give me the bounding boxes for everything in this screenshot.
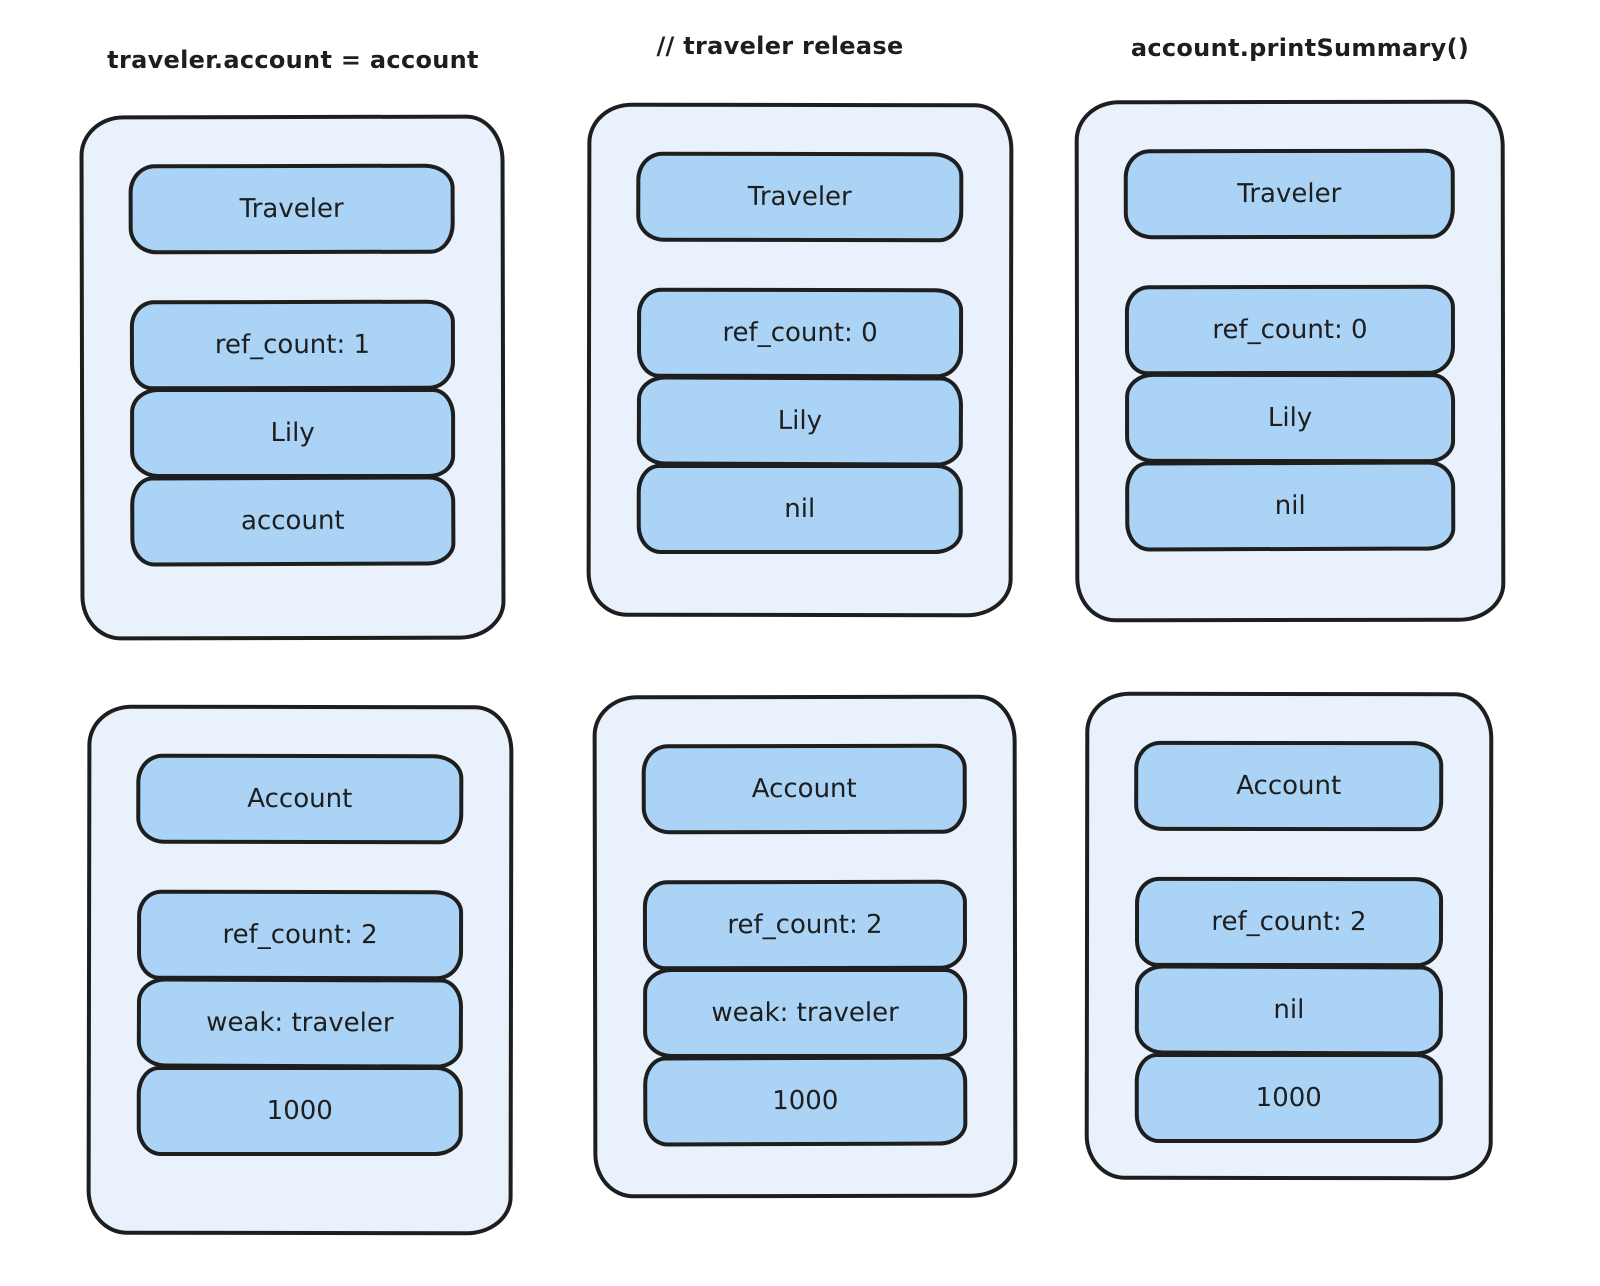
field-balance: 1000	[136, 1065, 463, 1156]
object-type-label: Traveler	[1123, 148, 1455, 240]
field-account-ref: nil	[636, 463, 963, 554]
object-type-label: Account	[136, 753, 464, 845]
step-title-3: account.printSummary()	[1130, 34, 1470, 62]
field-name: Lily	[636, 375, 964, 467]
account-object-card: Account ref_count: 2 weak: traveler 1000	[592, 694, 1018, 1199]
step-title-1: traveler.account = account	[107, 46, 479, 74]
object-type-label: Traveler	[128, 163, 455, 255]
field-ref-count: ref_count: 2	[642, 879, 968, 971]
object-fields: ref_count: 2 nil 1000	[1134, 876, 1444, 1144]
field-balance: 1000	[1134, 1052, 1443, 1144]
field-ref-count: ref_count: 2	[1134, 876, 1444, 968]
traveler-object-card: Traveler ref_count: 0 Lily nil	[586, 102, 1014, 618]
field-ref-count: ref_count: 1	[129, 299, 456, 391]
object-fields: ref_count: 2 weak: traveler 1000	[136, 889, 464, 1157]
object-type-label: Account	[641, 743, 967, 835]
field-name: Lily	[130, 387, 456, 478]
traveler-object-card: Traveler ref_count: 1 Lily account	[79, 114, 506, 641]
field-name: Lily	[1125, 372, 1456, 464]
object-type-label: Traveler	[636, 151, 964, 243]
object-fields: ref_count: 2 weak: traveler 1000	[642, 879, 968, 1147]
object-fields: ref_count: 0 Lily nil	[1124, 284, 1456, 552]
field-account-ref: nil	[1125, 460, 1456, 552]
object-type-label: Account	[1134, 740, 1444, 832]
field-weak-ref: nil	[1134, 964, 1444, 1056]
step-title-2: // traveler release	[656, 32, 904, 60]
field-ref-count: ref_count: 0	[1124, 284, 1456, 376]
field-account-ref: account	[130, 475, 456, 567]
account-object-card: Account ref_count: 2 nil 1000	[1084, 691, 1494, 1181]
field-ref-count: ref_count: 0	[636, 287, 964, 379]
object-fields: ref_count: 1 Lily account	[129, 299, 456, 567]
field-balance: 1000	[643, 1055, 968, 1147]
field-weak-ref: weak: traveler	[136, 977, 464, 1069]
account-object-card: Account ref_count: 2 weak: traveler 1000	[86, 704, 514, 1236]
object-fields: ref_count: 0 Lily nil	[636, 287, 964, 555]
field-weak-ref: weak: traveler	[643, 967, 968, 1059]
traveler-object-card: Traveler ref_count: 0 Lily nil	[1074, 99, 1506, 623]
field-ref-count: ref_count: 2	[136, 889, 464, 981]
